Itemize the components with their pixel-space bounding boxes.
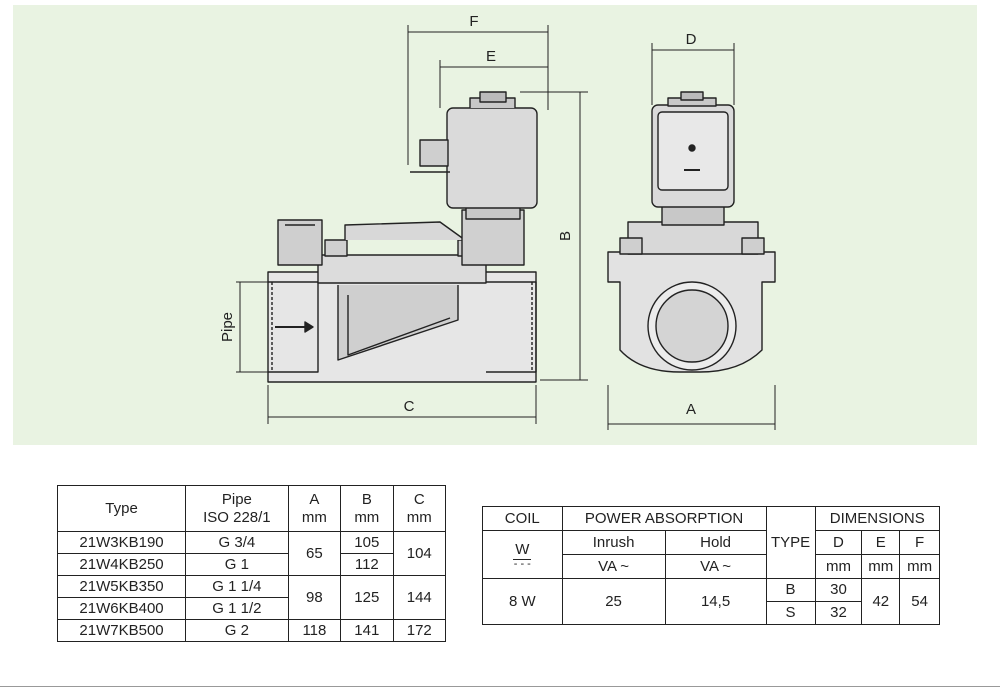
header-f-unit: mm: [899, 554, 940, 579]
technical-drawing-panel: F E D B C A Pipe: [13, 5, 977, 445]
header-c-line1: C: [413, 490, 425, 508]
cell-c: 104: [392, 531, 447, 576]
cell-d-s: 32: [814, 601, 863, 625]
header-a: A mm: [287, 485, 342, 532]
header-coil: COIL: [482, 506, 563, 531]
header-b: B mm: [340, 485, 394, 532]
dim-label-e: E: [486, 48, 496, 65]
table-row: 21W5KB350 G 1 1/4 98 125 144: [56, 575, 447, 620]
cell-type: 21W7KB500: [56, 619, 187, 642]
cell-b: 125: [340, 575, 394, 620]
header-w-label: W: [513, 541, 532, 560]
dim-label-c: C: [404, 398, 415, 415]
cell-b: 105: [340, 531, 394, 554]
header-b-line1: B: [361, 490, 372, 508]
cell-e: 42: [861, 578, 901, 625]
header-type: TYPE: [765, 506, 816, 579]
footer-divider: [0, 686, 1000, 687]
cell-type-s: S: [765, 601, 816, 625]
cell-pipe: G 3/4: [185, 531, 289, 554]
header-d: D: [814, 530, 863, 555]
dim-label-a: A: [686, 401, 696, 418]
header-c-line2: mm: [406, 508, 432, 526]
cell-pipe: G 1: [185, 553, 289, 576]
table-row: S 32: [483, 601, 940, 625]
cell-pipe: G 1 1/2: [185, 597, 289, 620]
dim-label-pipe: Pipe: [219, 312, 236, 342]
dimension-lines: [236, 25, 776, 430]
dc-symbol-icon: - - -: [513, 558, 531, 570]
valve-side-view: [267, 91, 538, 383]
cell-b: 141: [340, 619, 394, 642]
header-b-line2: mm: [354, 508, 380, 526]
header-power-absorption: POWER ABSORPTION: [561, 506, 767, 531]
header-d-unit: mm: [814, 554, 863, 579]
header-type: Type: [56, 485, 187, 532]
dim-label-d: D: [686, 31, 697, 48]
cell-type-b: B: [765, 578, 816, 602]
cell-c: 172: [392, 619, 447, 642]
header-pipe-line2: ISO 228/1: [203, 508, 271, 526]
header-pipe-line1: Pipe: [221, 490, 252, 508]
cell-c: 144: [392, 575, 447, 620]
cell-b: 112: [340, 553, 394, 576]
cell-type: 21W6KB400: [56, 597, 187, 620]
header-a-line2: mm: [301, 508, 327, 526]
table-row: 21W3KB190 G 3/4 65 105 104: [56, 531, 447, 576]
header-inrush: Inrush: [561, 530, 666, 555]
valve-drawing: F E D B C A Pipe: [219, 13, 776, 430]
header-inrush-unit: VA ~: [561, 554, 666, 579]
header-hold-unit: VA ~: [664, 554, 767, 579]
dim-label-b: B: [557, 231, 574, 241]
cell-hold: 14,5: [664, 578, 767, 625]
header-c: C mm: [392, 485, 447, 532]
table-row: 21W7KB500 G 2 118 141 172: [56, 619, 447, 642]
valve-front-view: [607, 91, 776, 373]
cell-a: 65: [287, 531, 342, 576]
cell-f: 54: [899, 578, 940, 625]
coil-table: COIL POWER ABSORPTION TYPE DIMENSIONS W …: [482, 506, 941, 625]
cell-type: 21W3KB190: [56, 531, 187, 554]
header-hold: Hold: [664, 530, 767, 555]
table-row: 21W6KB400 G 1 1/2: [56, 597, 446, 620]
header-e: E: [861, 530, 901, 555]
table-row: 21W4KB250 G 1 112: [56, 553, 446, 576]
header-w: W - - -: [482, 530, 563, 579]
header-f: F: [899, 530, 940, 555]
header-dimensions: DIMENSIONS: [814, 506, 941, 531]
table-row: 8 W 25 14,5 B 30 42 54: [482, 578, 940, 625]
cell-inrush: 25: [561, 578, 666, 625]
cell-w: 8 W: [482, 578, 563, 625]
cell-type: 21W5KB350: [56, 575, 187, 598]
cell-a: 98: [287, 575, 342, 620]
dim-label-f: F: [469, 13, 478, 30]
cell-type: 21W4KB250: [56, 553, 187, 576]
header-a-line1: A: [309, 490, 320, 508]
header-pipe: Pipe ISO 228/1: [185, 485, 289, 532]
cell-a: 118: [287, 619, 342, 642]
header-e-unit: mm: [861, 554, 901, 579]
cell-d-b: 30: [814, 578, 863, 602]
cell-pipe: G 2: [185, 619, 289, 642]
valve-specs-table: Type Pipe ISO 228/1 A mm B mm C mm 21W3K…: [56, 485, 447, 642]
cell-pipe: G 1 1/4: [185, 575, 289, 598]
